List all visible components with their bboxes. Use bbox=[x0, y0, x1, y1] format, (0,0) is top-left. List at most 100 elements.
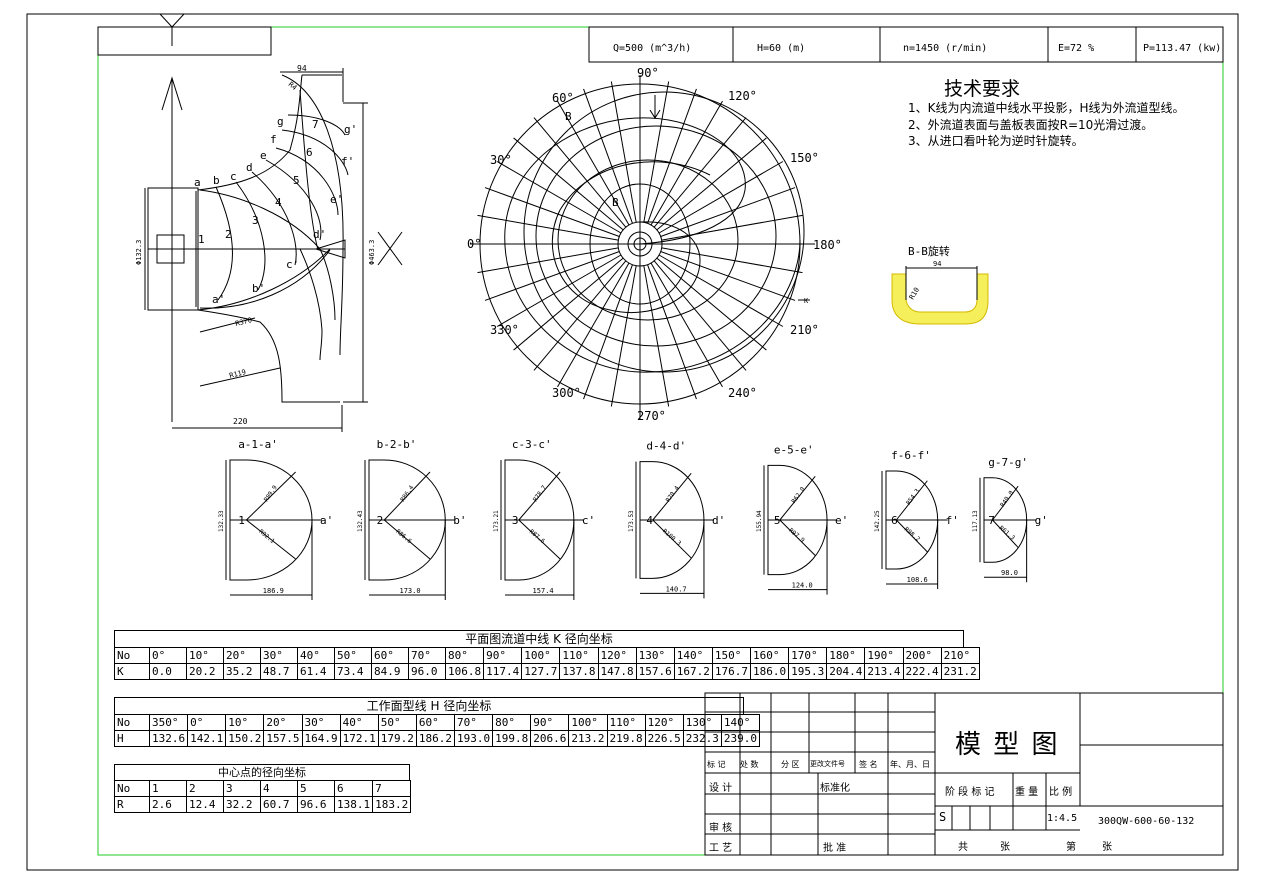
section-title: b-2-b' bbox=[377, 438, 417, 451]
section-dim-height: 132.33 bbox=[218, 510, 225, 532]
polar-radial-line bbox=[653, 260, 747, 371]
table-value-cell: 176.7 bbox=[711, 663, 752, 680]
polar-label-180: 180° bbox=[813, 238, 842, 252]
table-value-cell: 157.6 bbox=[635, 663, 675, 680]
plan-letters: a b c d e f g a' b' c' d' e' f' g' 1 2 3… bbox=[194, 115, 357, 306]
polar-label-270: 270° bbox=[637, 409, 666, 423]
tb-zhang2: 张 bbox=[1102, 842, 1112, 853]
polar-label-0: 0° bbox=[467, 237, 481, 251]
section-title: e-5-e' bbox=[774, 443, 814, 456]
section-out-label: g' bbox=[1035, 514, 1048, 527]
table-value-cell: 213.4 bbox=[864, 663, 904, 680]
tb-qianming: 签 名 bbox=[859, 760, 878, 769]
section-radius-line bbox=[518, 519, 561, 560]
polar-spiral-inner bbox=[551, 161, 711, 314]
polar-radial-line bbox=[650, 262, 723, 388]
bb-title: B-B旋转 bbox=[908, 244, 950, 258]
table-value-cell: 84.9 bbox=[371, 663, 409, 680]
table-header-cell: 130° bbox=[635, 647, 675, 664]
table-value-cell: 226.5 bbox=[644, 730, 684, 747]
table-value-cell: 183.2 bbox=[372, 796, 412, 813]
polar-radial-line bbox=[647, 88, 697, 224]
table-header-cell: 20° bbox=[263, 714, 303, 731]
plan-num-4: 4 bbox=[275, 196, 282, 209]
param-n: n=1450 (r/min) bbox=[903, 43, 987, 54]
drawing-code: 300QW-600-60-132 bbox=[1098, 816, 1195, 827]
table-value-cell: 106.8 bbox=[444, 663, 485, 680]
table-header-cell: 50° bbox=[377, 714, 417, 731]
param-h: H=60 (m) bbox=[757, 43, 805, 54]
plan-dim-r1: R370 bbox=[235, 316, 253, 328]
table-value-cell: 96.6 bbox=[297, 796, 335, 813]
plan-dim-r2: R119 bbox=[229, 368, 247, 380]
polar-radial-line bbox=[484, 187, 620, 237]
tb-wenjian: 更改文件号 bbox=[810, 760, 845, 768]
tb-stage: S bbox=[939, 810, 947, 824]
polar-label-60: 60° bbox=[552, 91, 574, 105]
section-dim-height: 117.13 bbox=[972, 510, 979, 532]
table-header-cell: 90° bbox=[530, 714, 570, 731]
table-value-cell: 232.3 bbox=[682, 730, 722, 747]
polar-label-30: 30° bbox=[490, 153, 512, 167]
section-out-label: b' bbox=[453, 514, 466, 527]
polar-radial-line bbox=[513, 257, 624, 351]
section-dim-height: 142.25 bbox=[874, 510, 881, 532]
polar-radial-line bbox=[557, 262, 630, 388]
table-value-cell: 231.2 bbox=[940, 663, 980, 680]
polar-spiral-k bbox=[504, 117, 801, 373]
table-value-cell: 32.2 bbox=[223, 796, 261, 813]
tb-date: 年、月、日 bbox=[890, 760, 930, 769]
polar-radial-line bbox=[513, 137, 624, 231]
tb-jieduan: 阶 段 标 记 bbox=[945, 787, 995, 798]
table-value-cell: 137.8 bbox=[559, 663, 599, 680]
tb-biaoji: 标 记 bbox=[707, 760, 726, 769]
section-number: 5 bbox=[774, 514, 781, 527]
polar-radial-line bbox=[658, 254, 784, 327]
plan-num-2: 2 bbox=[225, 228, 232, 241]
polar-radial-line bbox=[496, 161, 622, 234]
table-row-label: No bbox=[114, 647, 150, 664]
tb-gongyi: 工 艺 bbox=[709, 843, 733, 854]
plan-letter-b-out: b' bbox=[252, 282, 265, 295]
polar-radial-line bbox=[496, 254, 622, 327]
section-radius-line bbox=[383, 471, 431, 521]
polar-contour bbox=[589, 183, 691, 305]
parameter-bar bbox=[588, 26, 1224, 63]
plan-dim-r3: R4 bbox=[287, 80, 299, 92]
section-out-label: a' bbox=[320, 514, 333, 527]
tb-scale: 1:4.5 bbox=[1047, 813, 1078, 824]
section-radius-line bbox=[779, 475, 816, 521]
param-p: P=113.47 (kw) bbox=[1143, 43, 1221, 54]
tb-chushu: 处 数 bbox=[740, 760, 759, 769]
plan-letter-e-out: e' bbox=[330, 193, 343, 206]
section-number: 3 bbox=[512, 514, 519, 527]
polar-radial-lines bbox=[475, 79, 805, 409]
plan-dim-bottom: 220 bbox=[233, 417, 248, 426]
tb-sheji: 设 计 bbox=[709, 783, 733, 794]
polar-label-b-top: B bbox=[565, 110, 572, 123]
polar-radial-line bbox=[477, 247, 619, 274]
plan-letter-g: g bbox=[277, 115, 284, 128]
section-radius-line bbox=[779, 519, 816, 556]
plan-dim-top: 94 bbox=[297, 64, 307, 73]
polar-contour bbox=[523, 91, 805, 373]
table-h-title: 工作面型线 H 径向坐标 bbox=[114, 697, 744, 714]
tb-zhang1: 张 bbox=[1000, 842, 1010, 853]
section-dim-height: 173.21 bbox=[493, 510, 500, 532]
table-value-cell: 73.4 bbox=[334, 663, 372, 680]
table-row-label: H bbox=[114, 730, 150, 747]
plan-letter-c: c bbox=[230, 170, 237, 183]
outer-frame bbox=[26, 13, 1239, 871]
polar-radial-line bbox=[660, 187, 796, 237]
section-dim-width: 173.0 bbox=[400, 587, 421, 595]
section-radius-line bbox=[992, 519, 1019, 548]
table-value-cell: 167.2 bbox=[673, 663, 713, 680]
section-radius-line bbox=[895, 480, 928, 521]
